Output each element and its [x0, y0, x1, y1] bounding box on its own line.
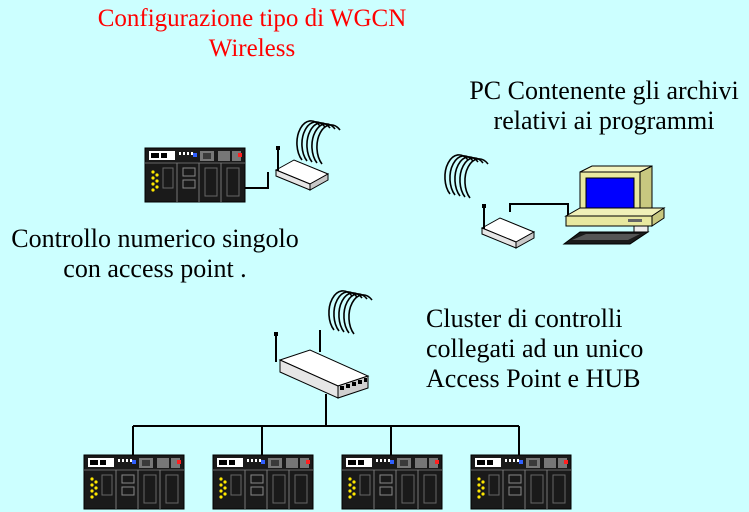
single-label-line-2: con access point .: [63, 254, 247, 283]
cnc-controller-icon: [83, 454, 185, 510]
title-line-1: Configurazione tipo di WGCN: [97, 5, 407, 32]
radio-waves-icon: [444, 154, 489, 199]
radio-waves-icon: [296, 120, 341, 165]
cnc-controller-icon: [341, 454, 443, 510]
cluster-bus: [132, 394, 520, 455]
pc-link-line: [509, 203, 569, 218]
single-controller-label: Controllo numerico singolo con access po…: [2, 224, 308, 284]
cluster-label-line-3: Access Point e HUB: [426, 364, 641, 393]
cluster-label-line-2: collegati ad un unico: [426, 334, 644, 363]
wireless-access-point-icon: [275, 145, 329, 191]
cluster-label-line-1: Cluster di controlli: [426, 304, 623, 333]
diagram-title: Configurazione tipo di WGCN Wireless: [72, 4, 432, 64]
pc-label-line-1: PC Contenente gli archivi: [469, 76, 739, 105]
desktop-pc-icon: [562, 165, 666, 245]
pc-label: PC Contenente gli archivi relativi ai pr…: [462, 76, 746, 136]
single-label-line-1: Controllo numerico singolo: [11, 224, 299, 253]
pc-label-line-2: relativi ai programmi: [493, 106, 715, 135]
cnc-controller-icon: [212, 454, 314, 510]
title-line-2: Wireless: [208, 35, 296, 62]
wireless-access-point-icon: [481, 203, 535, 249]
single-link-line: [245, 172, 269, 189]
radio-waves-icon: [328, 290, 373, 335]
cnc-controller-icon: [144, 147, 246, 203]
cluster-label: Cluster di controlli collegati ad un uni…: [426, 304, 643, 394]
cnc-controller-icon: [470, 454, 572, 510]
hub-access-point-icon: [274, 330, 370, 399]
